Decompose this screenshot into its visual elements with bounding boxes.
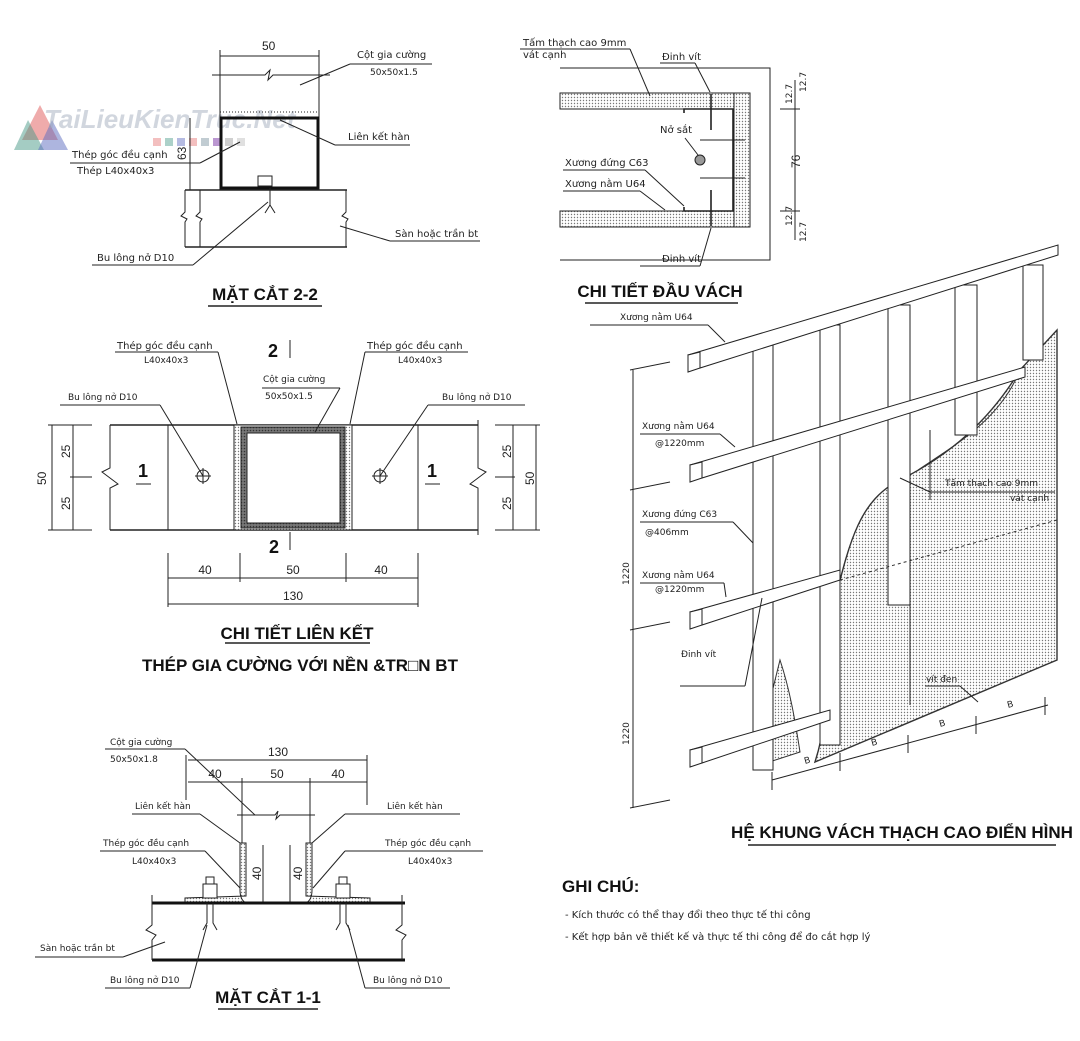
dim-half-left-bottom: 25 — [59, 496, 73, 510]
dim-half-right-top: 25 — [500, 444, 514, 458]
dim-right: 40 — [331, 767, 345, 781]
label-bolt-right: Bu lông nở D10 — [442, 392, 512, 403]
frame-system: 1220 1220 B B B B Xương nằm U64 Xương nằ… — [590, 244, 1073, 846]
dim-bottom-right: 40 — [374, 563, 388, 577]
label-column: Cột gia cường — [263, 374, 325, 385]
label-angle-left-size: L40x40x3 — [144, 356, 188, 366]
label-board-2: vát cạnh — [1010, 494, 1049, 504]
label-angle-left: Thép góc đều cạnh — [102, 838, 189, 849]
label-bolt-right: Bu lông nở D10 — [373, 975, 443, 986]
dim-half-left-top: 25 — [59, 444, 73, 458]
notes: GHI CHÚ: - Kích thước có thể thay đổi th… — [562, 877, 870, 943]
label-column-size: 50x50x1.5 — [370, 68, 418, 78]
label-board: Tấm thạch cao 9mm — [522, 37, 626, 49]
label-angle: Thép góc đều cạnh — [71, 149, 168, 161]
dim-top-inner: 12.7 — [799, 72, 809, 92]
dim-top-outer: 12.7 — [785, 84, 795, 104]
label-bolt-left: Bu lông nở D10 — [68, 392, 138, 403]
dim-middle: 50 — [270, 767, 284, 781]
spacing-b-1: B — [803, 756, 812, 767]
label-bolt-left: Bu lông nở D10 — [110, 975, 180, 986]
label-column: Cột gia cường — [357, 49, 426, 61]
spacing-b-4: B — [1006, 700, 1015, 711]
section-mark-2-top: 2 — [268, 341, 278, 361]
wall-end-detail: 12.7 12.7 76 12.7 12.7 Tấm thạch cao 9mm… — [520, 37, 809, 304]
dim-bottom-left: 40 — [198, 563, 212, 577]
spacing-b-3: B — [938, 719, 947, 730]
section-2-2-title: MẶT CẮT 2-2 — [212, 285, 318, 304]
label-column-size: 50x50x1.8 — [110, 755, 158, 765]
label-board-2: vát cạnh — [523, 49, 566, 61]
label-mid-track: Xương nằm U64 — [642, 421, 715, 432]
label-column-size: 50x50x1.5 — [265, 392, 313, 402]
label-angle-left: Thép góc đều cạnh — [116, 340, 213, 352]
dim-overall: 130 — [268, 745, 288, 759]
label-low-track: Xương nằm U64 — [642, 570, 715, 581]
dim-width: 50 — [262, 39, 276, 53]
note-item: - Kích thước có thể thay đổi theo thực t… — [565, 908, 811, 921]
dim-bottom-middle: 50 — [286, 563, 300, 577]
label-angle-right: Thép góc đều cạnh — [366, 340, 463, 352]
label-top-track: Xương nằm U64 — [620, 312, 693, 323]
label-weld: Liên kết hàn — [348, 131, 410, 143]
section-1-1: 130 40 50 40 40 40 Cột gia cường 50x50x1… — [35, 737, 483, 1010]
dim-height-left: 50 — [35, 471, 49, 485]
label-weld-left: Liên kết hàn — [135, 801, 191, 812]
dim-left: 40 — [208, 767, 222, 781]
dim-overall: 130 — [283, 589, 303, 603]
dim-middle: 76 — [789, 154, 803, 168]
label-column: Cột gia cường — [110, 737, 172, 748]
label-slab: Sàn hoặc trần bt — [40, 943, 115, 954]
label-screw-bottom: Đinh vít — [662, 253, 701, 265]
label-track: Xương nằm U64 — [565, 177, 646, 190]
label-low-track-spacing: @1220mm — [655, 585, 704, 595]
note-item: - Kết hợp bản vẽ thiết kế và thực tế thi… — [565, 930, 870, 943]
notes-title: GHI CHÚ: — [562, 877, 639, 896]
section-mark-1-right: 1 — [427, 461, 437, 481]
label-angle-size: Thép L40x40x3 — [76, 165, 154, 177]
section-1-1-title: MẶT CẮT 1-1 — [215, 988, 321, 1007]
connection-detail: 1 1 2 2 50 25 25 25 25 50 40 50 40 130 T… — [35, 340, 540, 675]
label-screw: Đinh vít — [681, 650, 717, 660]
label-angle-right-size: L40x40x3 — [408, 857, 452, 867]
dim-height-right: 50 — [523, 471, 537, 485]
dim-height: 63 — [175, 146, 189, 160]
label-bolt: Bu lông nở D10 — [97, 252, 174, 264]
label-angle-right-size: L40x40x3 — [398, 356, 442, 366]
dim-bottom-outer: 12.7 — [785, 206, 795, 226]
connection-title-1: CHI TIẾT LIÊN KẾT — [221, 624, 375, 643]
dim-height-lower: 1220 — [622, 722, 632, 745]
frame-system-title: HỆ KHUNG VÁCH THẠCH CAO ĐIỂN HÌNH — [731, 823, 1073, 842]
section-mark-1-left: 1 — [138, 461, 148, 481]
dim-leg-right: 40 — [291, 866, 305, 880]
connection-title-2: THÉP GIA CƯỜNG VỚI NỀN &TR□N BT — [142, 656, 459, 675]
dim-leg-left: 40 — [250, 866, 264, 880]
label-weld-right: Liên kết hàn — [387, 801, 443, 812]
label-stud-spacing: @406mm — [645, 528, 689, 538]
wall-end-title: CHI TIẾT ĐẦU VÁCH — [577, 282, 742, 301]
label-anchor: Nở sắt — [660, 123, 692, 136]
label-mid-track-spacing: @1220mm — [655, 439, 704, 449]
dim-half-right-bottom: 25 — [500, 496, 514, 510]
label-angle-left-size: L40x40x3 — [132, 857, 176, 867]
label-black-screw: vít đen — [926, 675, 957, 685]
section-2-2: 50 63 Cột gia cường 50x50x1.5 Liên kết h… — [70, 39, 480, 307]
spacing-b-2: B — [870, 738, 879, 749]
label-stud: Xương đứng C63 — [565, 157, 648, 169]
dim-height-upper: 1220 — [622, 562, 632, 585]
watermark-logo: TaiLieuKienTruc.Net — [14, 104, 297, 150]
dim-bottom-inner: 12.7 — [799, 222, 809, 242]
section-mark-2-bottom: 2 — [269, 537, 279, 557]
label-screw-top: Đinh vít — [662, 51, 701, 63]
label-slab: Sàn hoặc trần bt — [395, 228, 478, 240]
label-angle-right: Thép góc đều cạnh — [384, 838, 471, 849]
label-stud: Xương đứng C63 — [642, 510, 717, 520]
label-board: Tấm thạch cao 9mm — [944, 478, 1038, 489]
